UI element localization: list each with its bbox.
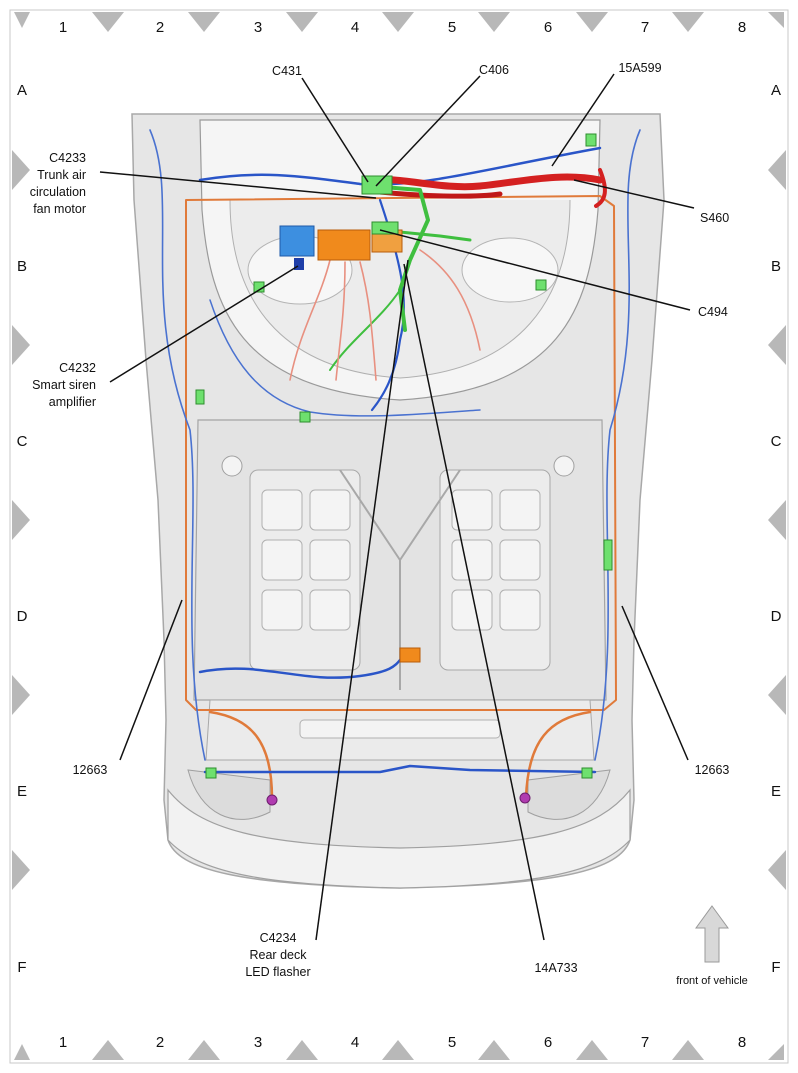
grid-col-2: 2 [156,19,164,36]
grid-row-b: B [17,258,27,275]
grid-col-3: 3 [254,1034,262,1051]
grid-rows-left: A B C D E F [17,82,28,976]
label-12663-left: 12663 [73,763,108,777]
label-c4233-desc2: circulation [30,185,86,199]
modules [195,133,613,806]
grid-row-f: F [17,959,26,976]
grid-col-6: 6 [544,1034,552,1051]
grid-col-1: 1 [59,19,67,36]
wiring-harness [149,129,641,800]
front-of-vehicle-indicator: front of vehicle [676,905,748,987]
grid-col-3: 3 [254,19,262,36]
up-arrow-icon [695,905,729,963]
label-c4232-desc1: Smart siren [32,378,96,392]
vehicle-body [131,113,665,889]
grid-col-2: 2 [156,1034,164,1051]
grid-row-d: D [771,608,782,625]
grid-row-a: A [771,82,781,99]
label-s460: S460 [700,211,729,225]
top-border-markers [14,12,784,32]
grid-row-f: F [771,959,780,976]
label-c4232-id: C4232 [59,361,96,375]
grid-row-e: E [17,783,27,800]
label-c406: C406 [479,63,509,77]
grid-col-4: 4 [351,1034,359,1051]
grid-columns-top: 1 2 3 4 5 6 7 8 [59,19,746,36]
label-c4234-id: C4234 [260,931,297,945]
grid-col-7: 7 [641,19,649,36]
siren-amplifier-module [279,225,315,257]
label-c494: C494 [698,305,728,319]
right-border-markers [768,150,786,890]
grid-col-8: 8 [738,19,746,36]
callout-labels: C431 C406 15A599 C4233 Trunk air circula… [30,61,730,979]
grid-rows-right: A B C D E F [771,82,782,976]
grid-col-4: 4 [351,19,359,36]
leader-lines [99,73,695,941]
grid-columns-bottom: 1 2 3 4 5 6 7 8 [59,1034,746,1051]
label-c4233-id: C4233 [49,151,86,165]
label-c4232-desc2: amplifier [49,395,96,409]
grid-col-5: 5 [448,19,456,36]
grid-row-e: E [771,783,781,800]
label-15a599: 15A599 [618,61,661,75]
label-c431: C431 [272,64,302,78]
grid-col-6: 6 [544,19,552,36]
left-border-markers [12,150,30,890]
front-of-vehicle-label: front of vehicle [676,975,748,987]
label-14a733: 14A733 [534,961,577,975]
grid-row-d: D [17,608,28,625]
trunk-module [317,229,371,261]
grid-row-b: B [771,258,781,275]
label-c4234-desc1: Rear deck [250,948,308,962]
label-c4233-desc3: fan motor [33,202,86,216]
rear-deck-connector [399,647,421,663]
grid-col-5: 5 [448,1034,456,1051]
bottom-border-markers [14,1040,784,1060]
grid-row-c: C [771,433,782,450]
label-12663-right: 12663 [695,763,730,777]
label-c4233-desc1: Trunk air [37,168,86,182]
label-c4234-desc2: LED flasher [245,965,310,979]
grid-col-8: 8 [738,1034,746,1051]
grid-col-7: 7 [641,1034,649,1051]
grid-row-a: A [17,82,27,99]
connector-c494 [371,221,399,235]
frame-border [9,9,789,1064]
grid-row-c: C [17,433,28,450]
grid-col-1: 1 [59,1034,67,1051]
